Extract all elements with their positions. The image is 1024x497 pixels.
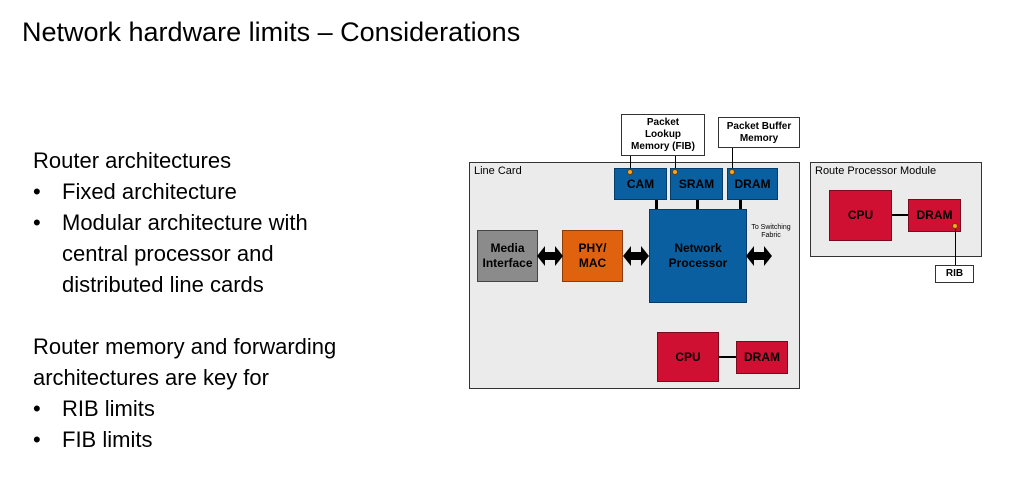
connector-dot [627,169,633,175]
block-line: PHY/ [578,241,607,255]
media-interface-block: Media Interface [477,230,538,282]
block-line: MAC [578,256,607,270]
phy-mac-block: PHY/ MAC [562,230,623,282]
section1-heading: Router architectures [33,148,232,173]
bullet-marker: • [33,179,41,204]
callout-line: Memory [739,132,779,144]
connector-line [732,148,733,168]
route-processor-label: Route Processor Module [815,165,937,177]
section2-heading: Router memory and forwarding [33,334,337,359]
label-line: Fabric [761,232,781,239]
connector-line [719,356,736,358]
network-processor-block: Network Processor [649,209,747,303]
bullet-item-continuation: distributed line cards [62,272,264,297]
bullet-marker: • [33,396,41,421]
bullet-item-continuation: central processor and [62,241,274,266]
switching-fabric-label: To Switching Fabric [748,224,794,240]
line-card-cpu-block: CPU [657,332,719,382]
block-line: Interface [482,256,533,270]
line-card-label: Line Card [474,165,522,177]
dram-block: DRAM [727,168,778,200]
callout-line: Packet [646,117,680,128]
line-card-dram-block: DRAM [736,341,788,374]
packet-buffer-memory-callout: Packet Buffer Memory [718,117,800,148]
bullet-item: Modular architecture with [62,210,308,235]
rpm-cpu-block: CPU [829,190,892,241]
bullet-item: Fixed architecture [62,179,237,204]
callout-line: Memory (FIB) [631,141,695,152]
bullet-marker: • [33,210,41,235]
rib-callout: RIB [935,265,974,283]
double-arrow-icon [746,246,772,266]
block-line: Network [674,241,722,255]
cam-block: CAM [614,168,667,200]
callout-line: Lookup [644,129,682,140]
double-arrow-icon [623,246,649,266]
page-title: Network hardware limits – Considerations [22,17,521,47]
bullet-item: FIB limits [62,427,153,452]
connector-dot [952,223,958,229]
connector-dot [729,169,735,175]
connector-line [630,156,631,168]
connector-line [892,214,908,216]
section2-heading-line2: architectures are key for [33,365,269,390]
sram-block: SRAM [670,168,723,200]
connector-line [955,229,956,265]
connector-line [696,200,699,210]
bullet-item: RIB limits [62,396,155,421]
block-line: Media [490,241,525,255]
packet-lookup-memory-callout: Packet Lookup Memory (FIB) [621,114,705,156]
label-line: To Switching [751,224,791,231]
connector-dot [672,169,678,175]
block-line: Processor [668,256,728,270]
connector-line [655,200,658,210]
double-arrow-icon [537,246,563,266]
callout-line: Packet Buffer [726,120,792,132]
bullet-marker: • [33,427,41,452]
connector-line [739,200,742,210]
connector-line [675,156,676,168]
